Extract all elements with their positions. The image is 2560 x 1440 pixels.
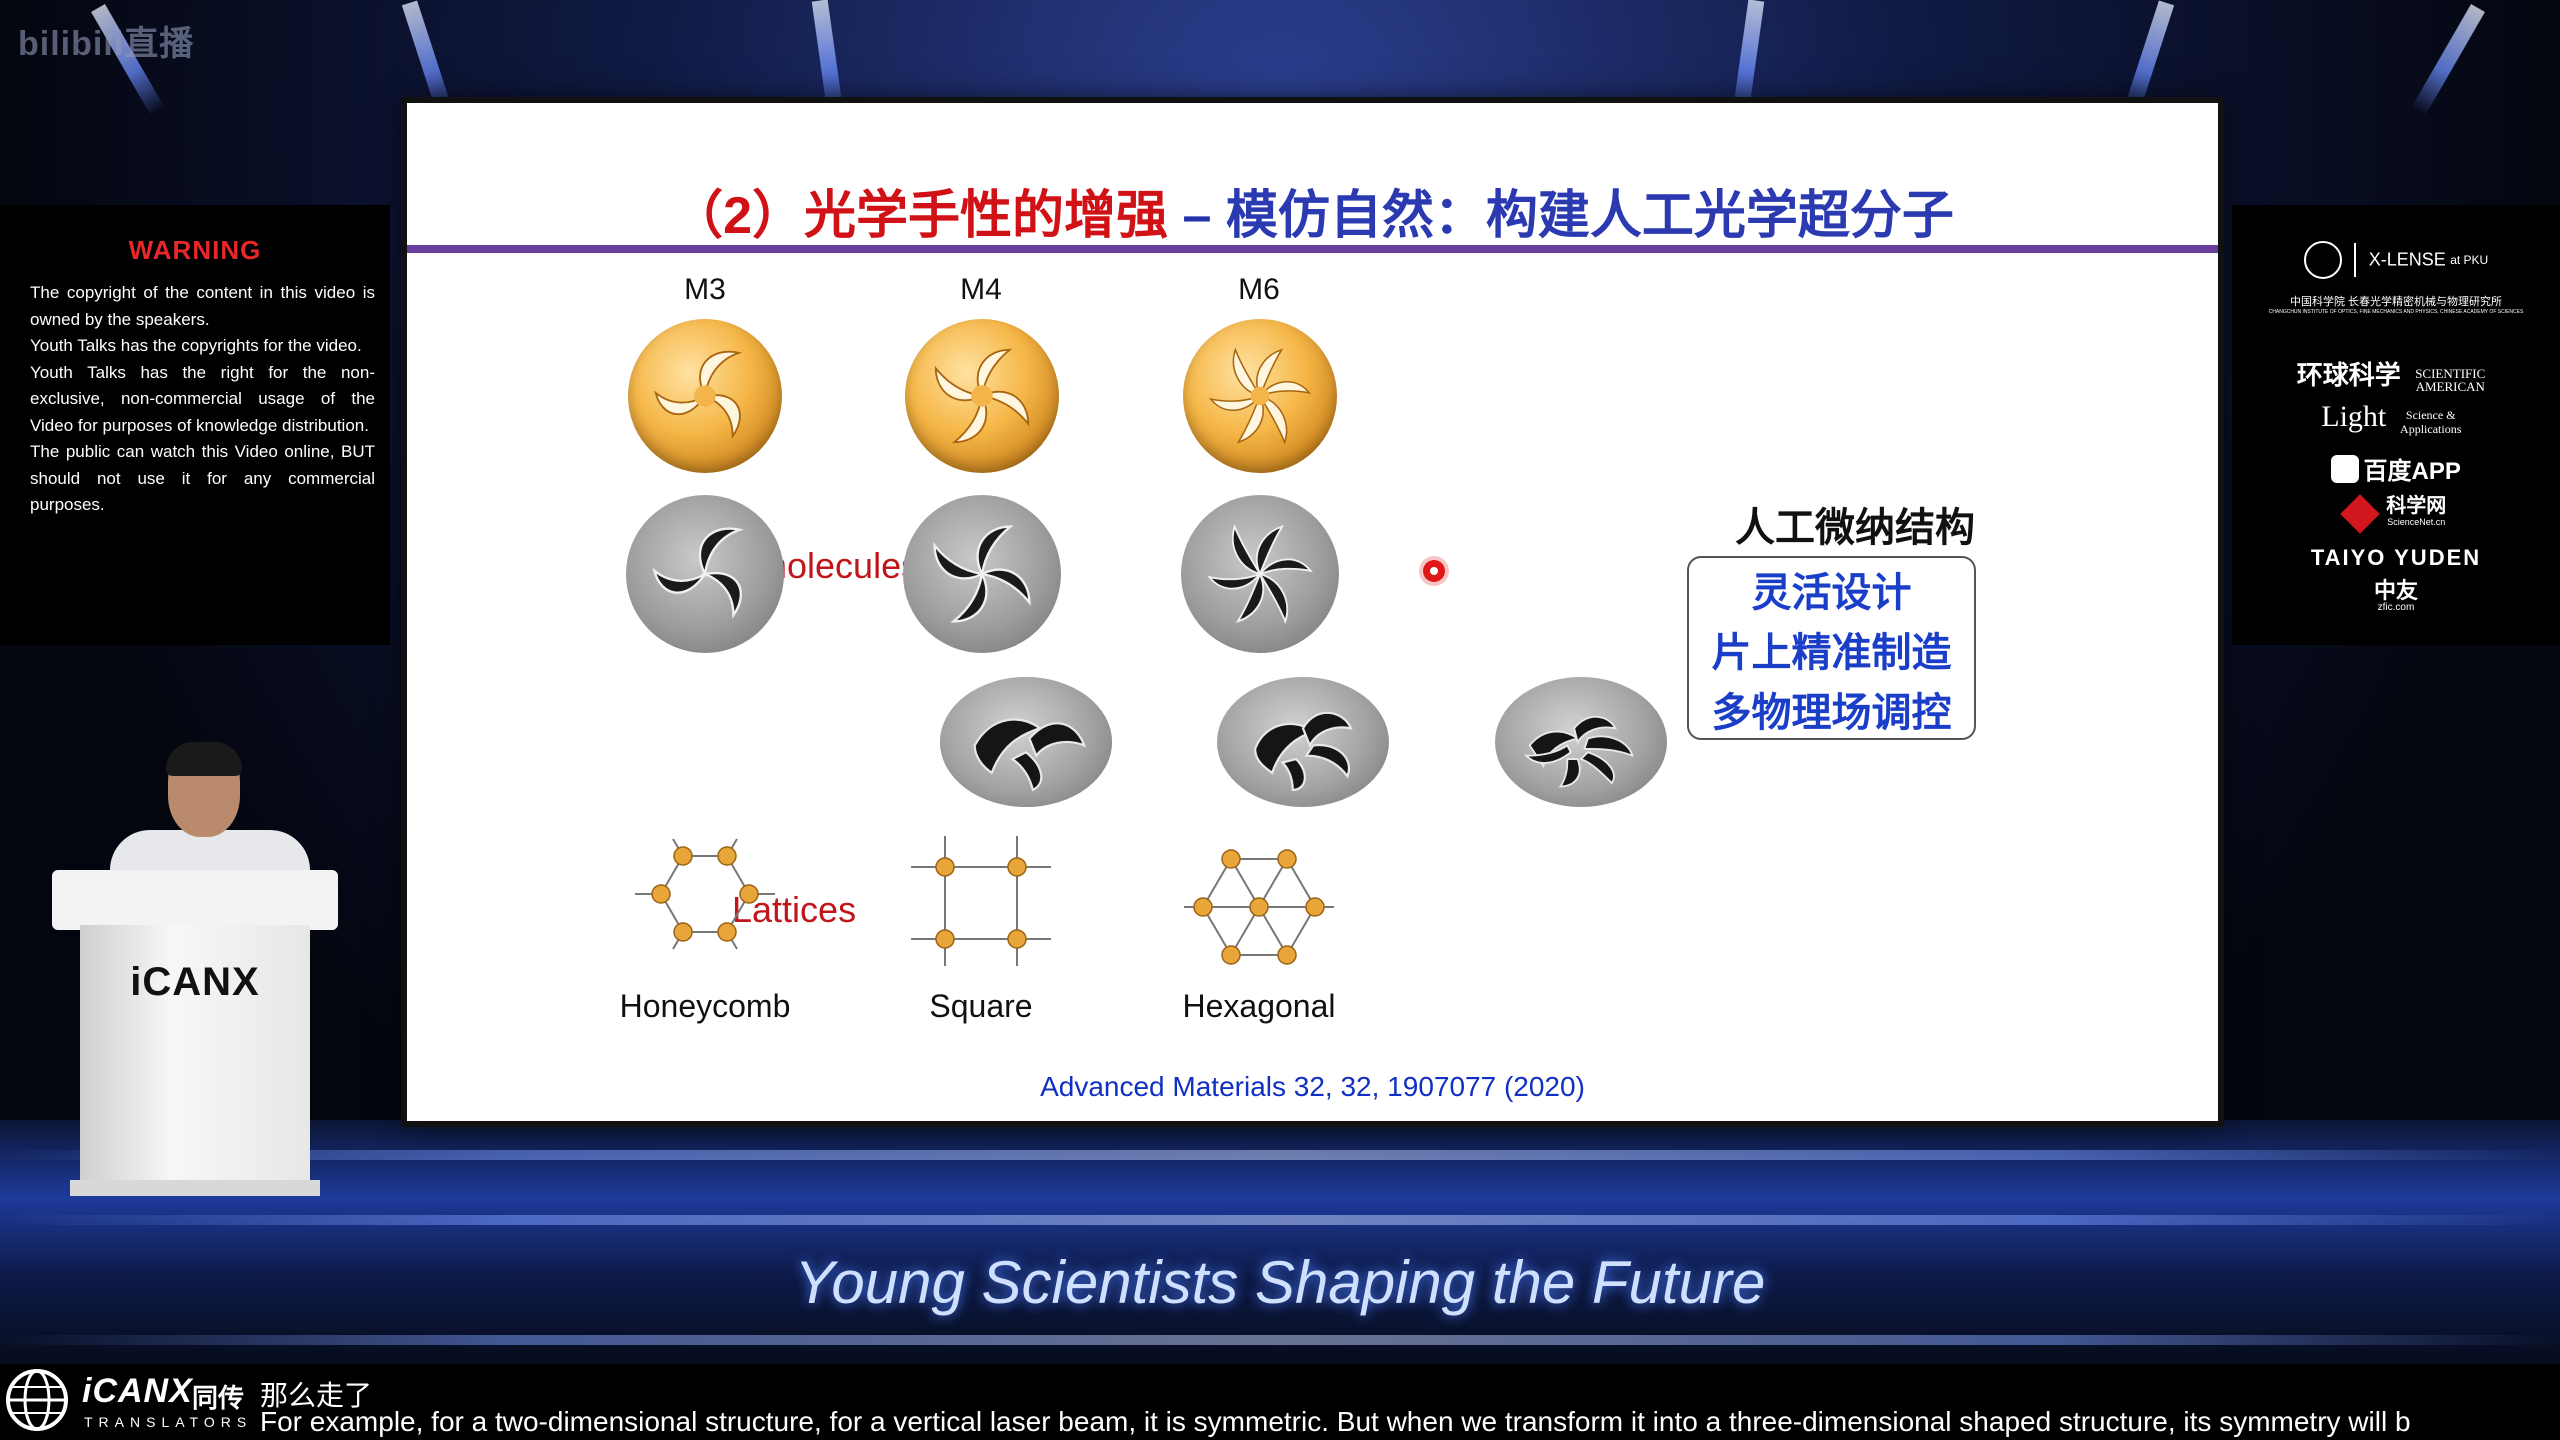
column-label-m4: M4 [960,273,1002,306]
gold-meta-molecule-m3 [628,319,782,473]
micro-item: 多物理场调控 [1711,691,1952,735]
stage-tagline: Young Scientists Shaping the Future [794,1249,1766,1316]
warning-line: Youth Talks has the right for the non-ex… [30,362,375,435]
sem-tilted-m6 [1495,677,1667,807]
stage-stripe [0,1150,2560,1160]
warning-title: WARNING [128,235,262,265]
baidu-paw-icon [2331,454,2360,483]
stage-stripe [0,1335,2560,1345]
translators-logo: iCANX [82,1372,193,1410]
sponsor-zhongyou: 中友 zfic.com [2373,578,2418,614]
subtitle-english: For example, for a two-dimensional struc… [260,1406,2411,1437]
sem-tilted-m3-shape [940,677,1112,807]
lattice-honeycomb [625,831,785,971]
subtitle-bar: iCANX 同传 TRANSLATORS 那么走了 For example, f… [0,1364,2560,1440]
sem-topview-m3 [626,495,784,653]
sponsor-ciomp: 中国科学院 长春光学精密机械与物理研究所 CHANGCHUN INSTITUTE… [2268,296,2524,315]
sem-topview-m4 [903,495,1061,653]
translators-logo-cn: 同传 [192,1383,245,1413]
slide-title: （2）光学手性的增强 – 模仿自然：构建人工光学超分子 [407,173,2218,248]
sciencenet-logo-icon [2339,494,2380,534]
pku-logo-icon [2303,241,2342,279]
lattice-square [901,831,1061,971]
lattice-name-square: Square [929,988,1033,1024]
sponsor-scientific-american: 环球科学 SCIENTIFIC AMERICAN [2296,361,2486,394]
sponsor-panel: X-LENSE at PKU 中国科学院 长春光学精密机械与物理研究所 CHAN… [2232,205,2560,645]
warning-body: The copyright of the content in this vid… [30,280,375,519]
sponsor-xlense: X-LENSE at PKU [2232,241,2560,279]
warning-line: The copyright of the content in this vid… [30,283,375,329]
subtitle-chinese: 那么走了 [260,1380,373,1411]
citation: Advanced Materials 32, 32, 1907077 (2020… [1040,1071,1585,1102]
stage-stripe [0,1215,2560,1225]
warning-line: Youth Talks has the copyrights for the v… [30,336,362,355]
podium [80,925,310,1195]
warning-line: The public can watch this Video online, … [30,442,375,514]
lattice-name-honeycomb: Honeycomb [619,988,791,1024]
sponsor-baidu-app: 百度APP [2232,451,2560,486]
gold-meta-molecule-m6 [1183,319,1337,473]
column-label-m6: M6 [1238,273,1280,306]
slide-title-dash: – [1168,187,1226,245]
sponsor-light: Light Science & Applications [2321,400,2462,436]
sem-topview-m6 [1181,495,1339,653]
micro-structure-title: 人工微纳结构 [1735,506,1975,550]
laser-pointer-dot [1423,560,1445,582]
micro-structure-box: 灵活设计 片上精准制造 多物理场调控 [1687,556,1976,740]
slide-title-part2: 模仿自然：构建人工光学超分子 [1225,187,1954,245]
presentation-slide: （2）光学手性的增强 – 模仿自然：构建人工光学超分子 M3 M4 M6 Met… [407,103,2218,1121]
sponsor-sciencenet: 科学网 ScienceNet.cn [2232,494,2560,534]
micro-item: 片上精准制造 [1711,631,1952,675]
podium-logo: iCANX [130,960,260,1004]
podium-base [70,1180,320,1196]
title-divider [407,245,2218,253]
speaker-hair [166,742,242,776]
live-watermark: bilibili直播 [18,25,195,63]
slide-title-part1: （2）光学手性的增强 [671,187,1169,245]
gold-meta-molecule-m4 [905,319,1059,473]
lattice-name-hexagonal: Hexagonal [1182,988,1336,1024]
column-label-m3: M3 [684,273,726,306]
sponsor-taiyo-yuden: TAIYO YUDEN [2310,545,2482,570]
lattice-hexagonal [1179,831,1339,971]
translators-globe-icon [6,1369,68,1431]
warning-panel: WARNING The copyright of the content in … [0,205,390,645]
podium-top [52,870,338,930]
translators-logo-sub: TRANSLATORS [84,1414,253,1430]
sem-tilted-m4 [1217,677,1389,807]
micro-item: 灵活设计 [1751,571,1912,615]
